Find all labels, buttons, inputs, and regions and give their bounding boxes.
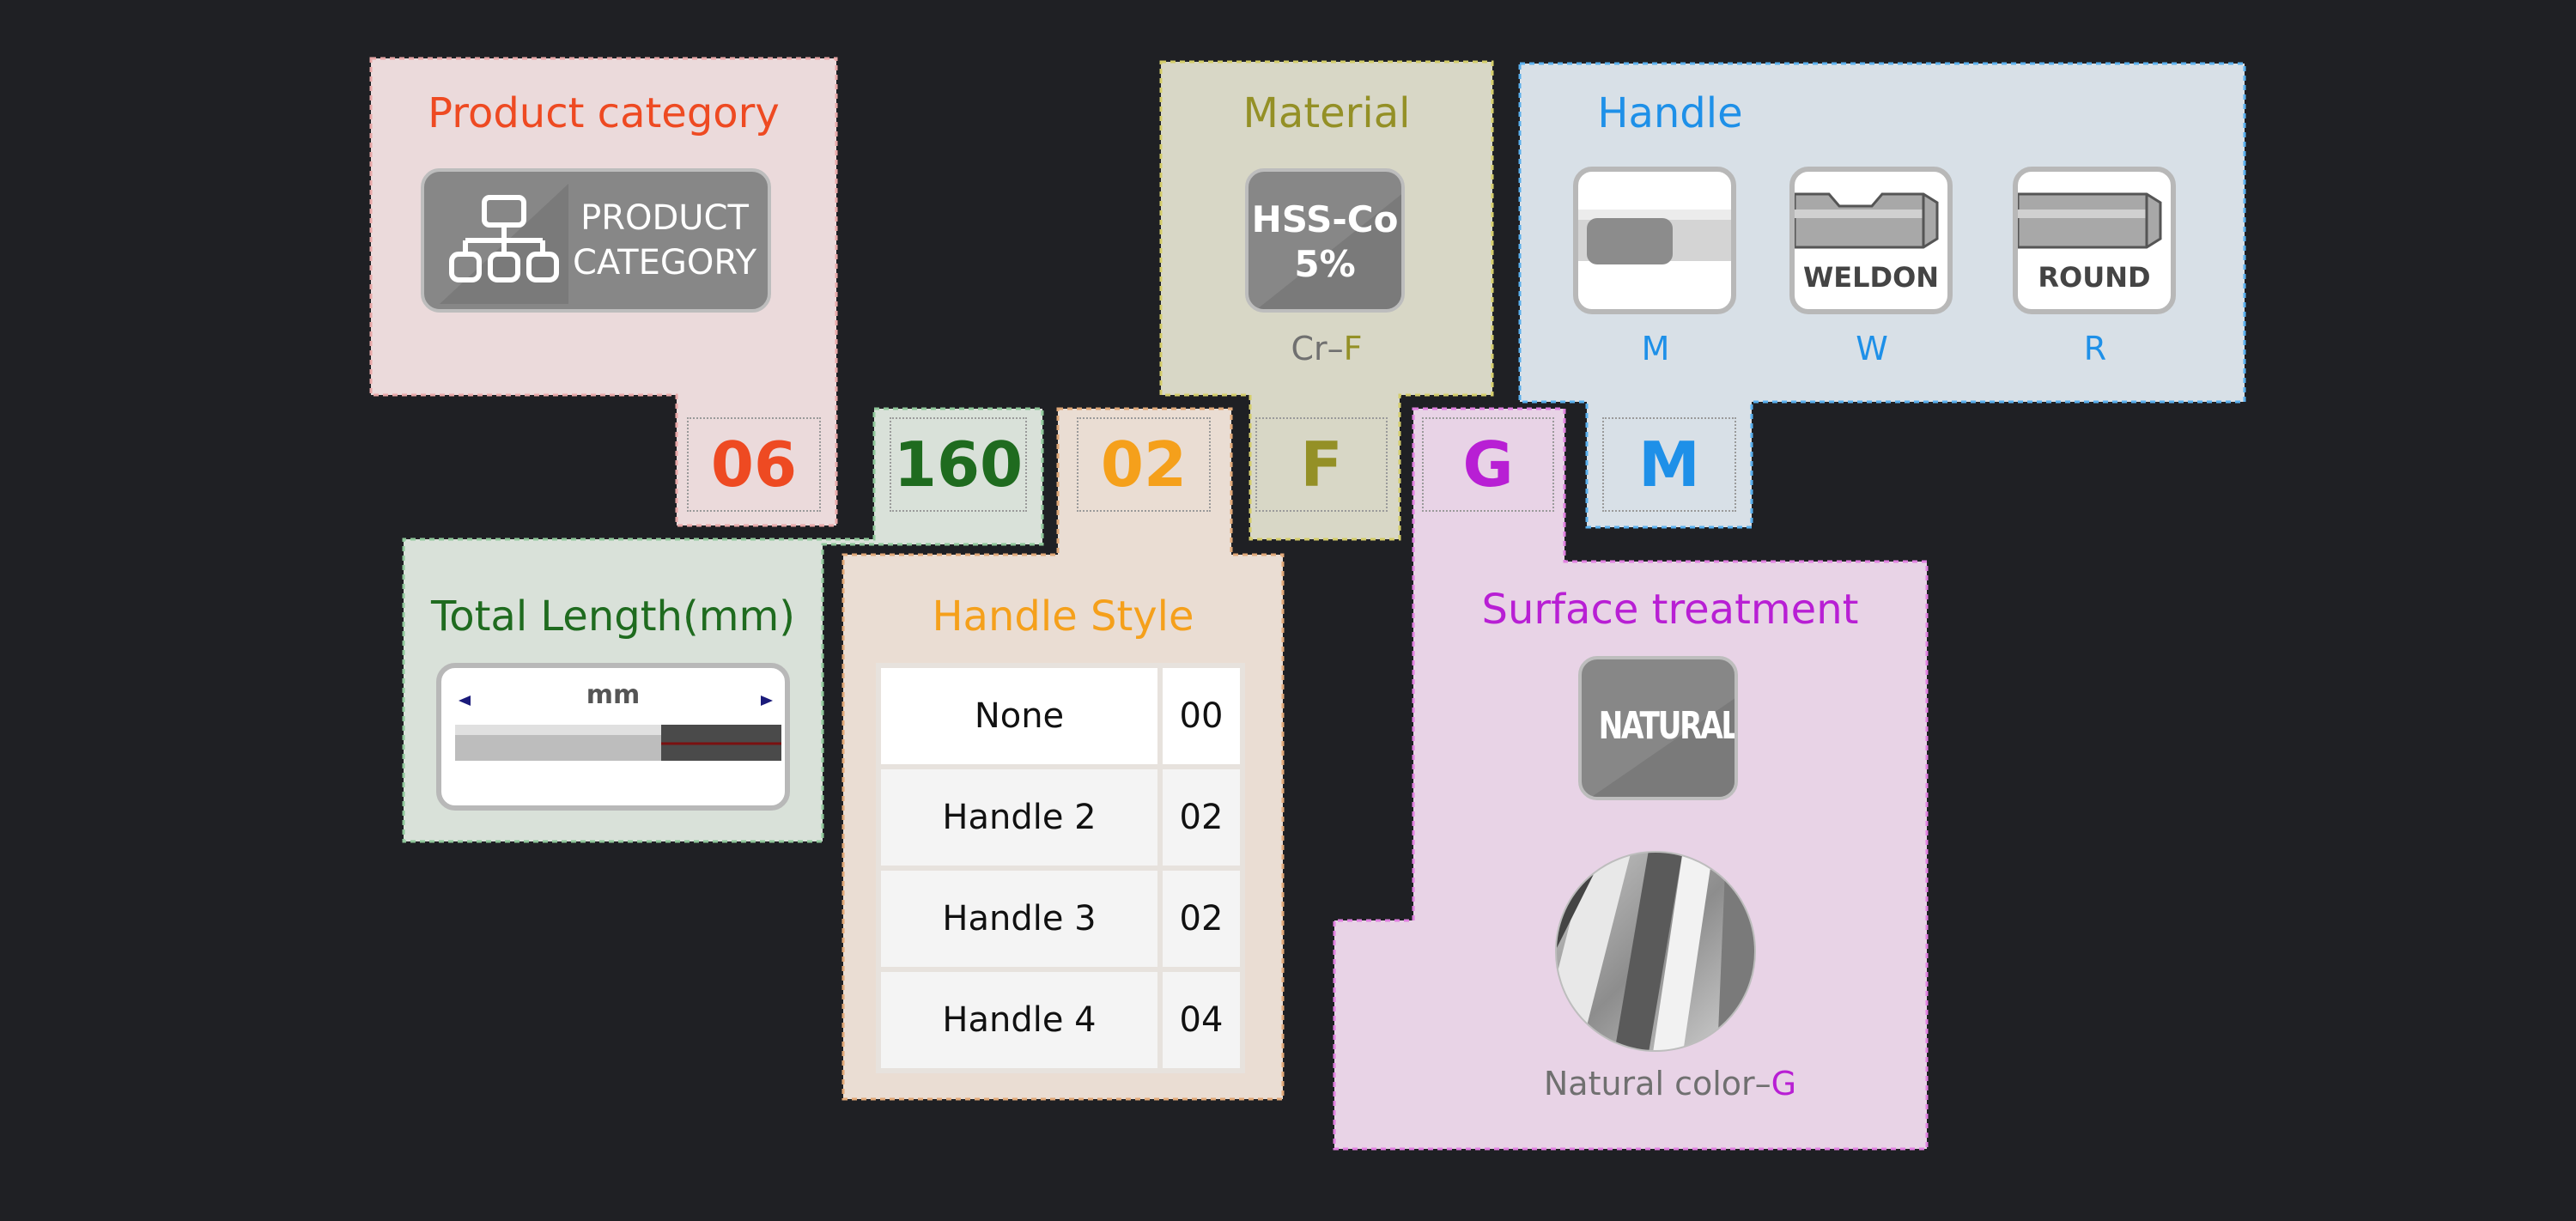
material-caption: Cr–F bbox=[1291, 330, 1363, 368]
weldon-label: WELDON bbox=[1802, 261, 1940, 294]
material-code: F bbox=[1255, 417, 1388, 512]
handle-m-icon bbox=[1578, 210, 1731, 264]
product-category-icon-tile: PRODUCT CATEGORY bbox=[421, 168, 771, 313]
table-row: Handle 2 02 bbox=[881, 769, 1240, 866]
surface-treatment-code: G bbox=[1422, 417, 1554, 512]
material-icon-text: HSS-Co 5% bbox=[1251, 198, 1399, 285]
handle-option-m-tile bbox=[1573, 167, 1736, 314]
round-label: ROUND bbox=[2038, 261, 2151, 294]
weldon-icon bbox=[1795, 192, 1939, 249]
sitemap-icon bbox=[440, 184, 568, 304]
natural-icon-tile: NATURAL bbox=[1578, 656, 1738, 800]
material-tile-shadow bbox=[1257, 194, 1401, 309]
total-length-title: Total Length(mm) bbox=[431, 592, 795, 641]
table-cell-code: 02 bbox=[1163, 871, 1240, 967]
round-icon bbox=[2018, 192, 2162, 249]
product-category-icon-text: PRODUCT CATEGORY bbox=[572, 198, 757, 282]
natural-icon-label: NATURAL bbox=[1598, 704, 1738, 748]
length-arrow-icon bbox=[455, 696, 781, 761]
table-cell-code: 02 bbox=[1163, 769, 1240, 866]
drill-surface-photo bbox=[1555, 851, 1756, 1052]
surface-treatment-title: Surface treatment bbox=[1481, 586, 1859, 634]
product-category-title: Product category bbox=[428, 89, 780, 137]
total-length-icon-tile: mm bbox=[436, 663, 790, 811]
table-row: Handle 4 04 bbox=[881, 972, 1240, 1068]
handle-code: M bbox=[1602, 417, 1736, 512]
table-row: None 00 bbox=[881, 668, 1240, 764]
natural-tile-shadow bbox=[1591, 698, 1735, 797]
table-row: Handle 3 02 bbox=[881, 871, 1240, 967]
handle-option-m-code: M bbox=[1641, 330, 1670, 368]
handle-option-round-tile: ROUND bbox=[2013, 167, 2176, 314]
handle-style-code: 02 bbox=[1077, 417, 1211, 512]
handle-option-w-code: W bbox=[1856, 330, 1888, 368]
surface-treatment-caption: Natural color–G bbox=[1543, 1065, 1797, 1103]
total-length-code: 160 bbox=[890, 417, 1027, 512]
material-title: Material bbox=[1242, 89, 1411, 137]
table-cell-name: Handle 3 bbox=[881, 871, 1157, 967]
table-cell-name: Handle 4 bbox=[881, 972, 1157, 1068]
table-cell-code: 00 bbox=[1163, 668, 1240, 764]
table-cell-code: 04 bbox=[1163, 972, 1240, 1068]
handle-style-title: Handle Style bbox=[932, 592, 1194, 641]
table-cell-name: Handle 2 bbox=[881, 769, 1157, 866]
length-unit-label: mm bbox=[586, 680, 641, 710]
handle-option-r-code: R bbox=[2083, 330, 2107, 368]
product-category-code: 06 bbox=[687, 417, 821, 512]
table-cell-name: None bbox=[881, 668, 1157, 764]
handle-style-table: None 00 Handle 2 02 Handle 3 02 Handle 4… bbox=[876, 663, 1245, 1073]
handle-title: Handle bbox=[1597, 89, 1743, 137]
handle-option-weldon-tile: WELDON bbox=[1789, 167, 1953, 314]
material-icon-tile: HSS-Co 5% bbox=[1245, 168, 1405, 313]
